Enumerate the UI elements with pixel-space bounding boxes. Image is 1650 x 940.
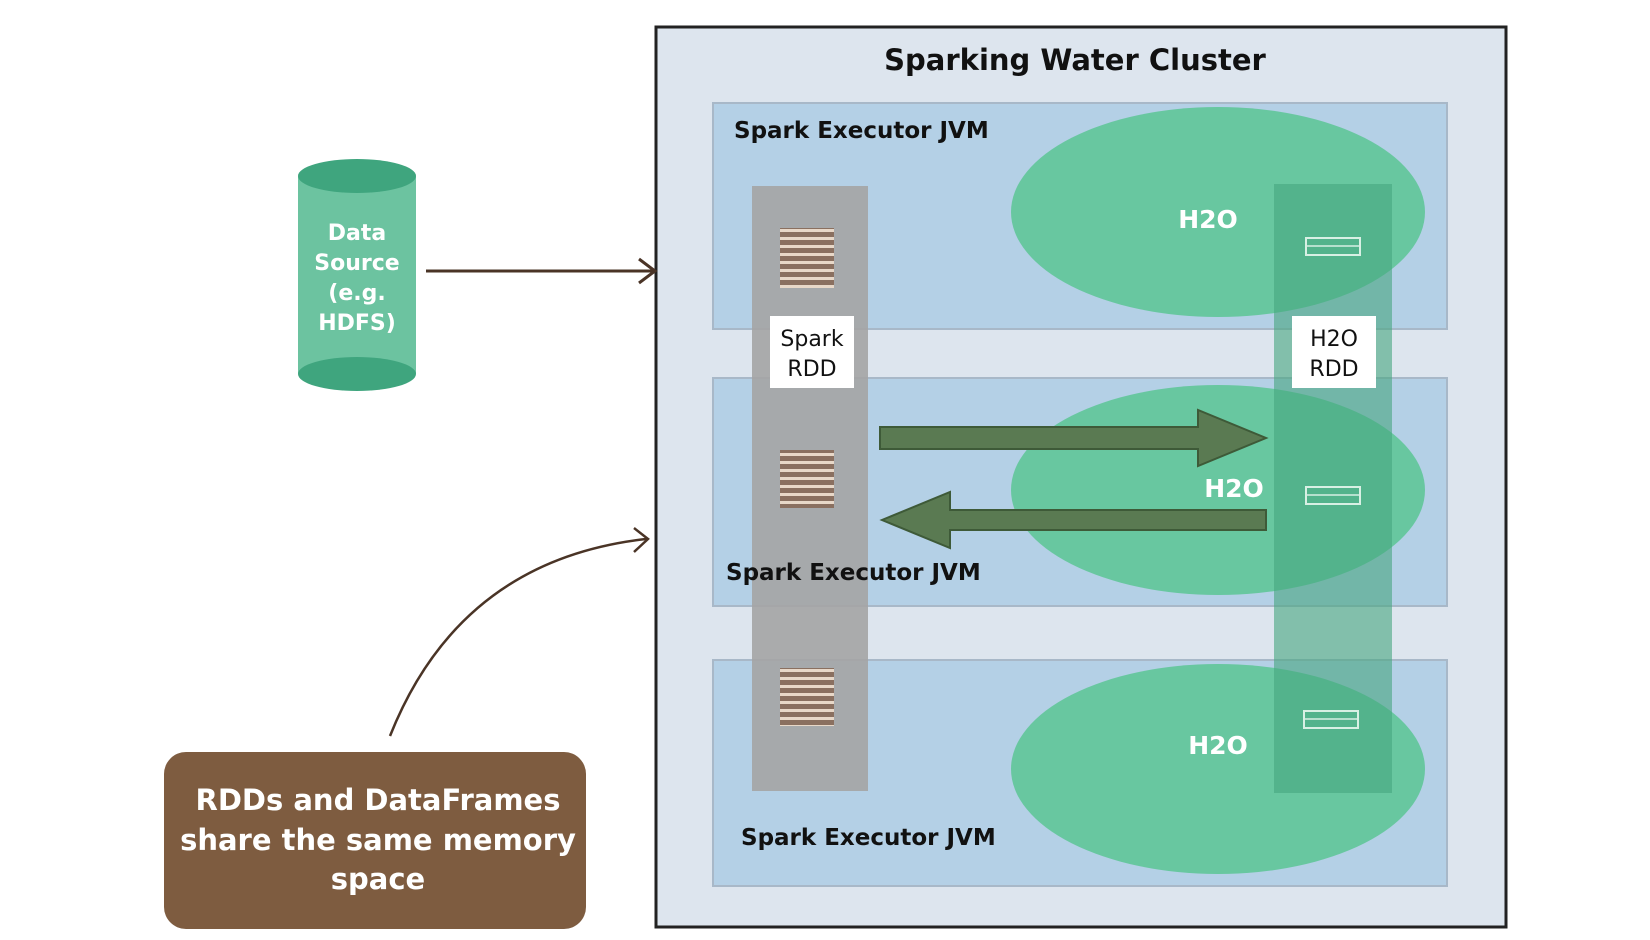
executor-label: Spark Executor JVM: [726, 560, 981, 586]
spark-rdd-label-line: Spark: [780, 327, 843, 352]
memory-note-box: [164, 752, 586, 929]
h2o-to-spark-arrow: [879, 490, 1267, 550]
spark-data-block: [780, 668, 834, 726]
connector-curve: [388, 537, 647, 737]
h2o-rdd-label-line: H2O: [1310, 327, 1358, 352]
memory-note: RDDs and DataFrames share the same memor…: [164, 752, 586, 929]
note-connector-arrow: [388, 527, 650, 737]
spark-rdd-label: Spark RDD: [770, 316, 854, 388]
spark-rdd-label-line: RDD: [787, 357, 836, 382]
spark-data-block: [780, 450, 834, 508]
data-source-label-line: Data: [328, 221, 386, 246]
spark-to-h2o-arrow: [879, 408, 1269, 468]
memory-note-line: space: [331, 862, 425, 896]
h2o-rdd-label: H2O RDD: [1292, 316, 1376, 388]
cylinder-top: [298, 159, 416, 193]
data-source-label-line: Source: [314, 251, 399, 276]
h2o-label: H2O: [1178, 205, 1238, 234]
h2o-label: H2O: [1188, 731, 1248, 760]
h2o-rdd-label-box: [1292, 316, 1376, 388]
h2o-rdd-column: [1274, 184, 1392, 793]
spark-data-block: [780, 228, 834, 288]
cylinder-body: [298, 176, 416, 374]
connector-head: [633, 527, 650, 553]
memory-note-line: RDDs and DataFrames: [196, 783, 561, 817]
data-source-arrow: [426, 257, 658, 285]
memory-note-line: share the same memory: [180, 823, 576, 857]
cylinder-bottom: [298, 357, 416, 391]
h2o-rdd-label-line: RDD: [1309, 357, 1358, 382]
arrow-head: [638, 257, 658, 285]
data-source-label-line: HDFS): [318, 311, 396, 336]
spark-rdd-label-box: [770, 316, 854, 388]
executor-label: Spark Executor JVM: [741, 825, 996, 851]
cluster-title: Sparking Water Cluster: [884, 43, 1266, 77]
executor-label: Spark Executor JVM: [734, 118, 989, 144]
data-source-label-line: (e.g.: [328, 281, 385, 306]
h2o-label: H2O: [1204, 474, 1264, 503]
data-source-cylinder: Data Source (e.g. HDFS): [298, 159, 416, 391]
